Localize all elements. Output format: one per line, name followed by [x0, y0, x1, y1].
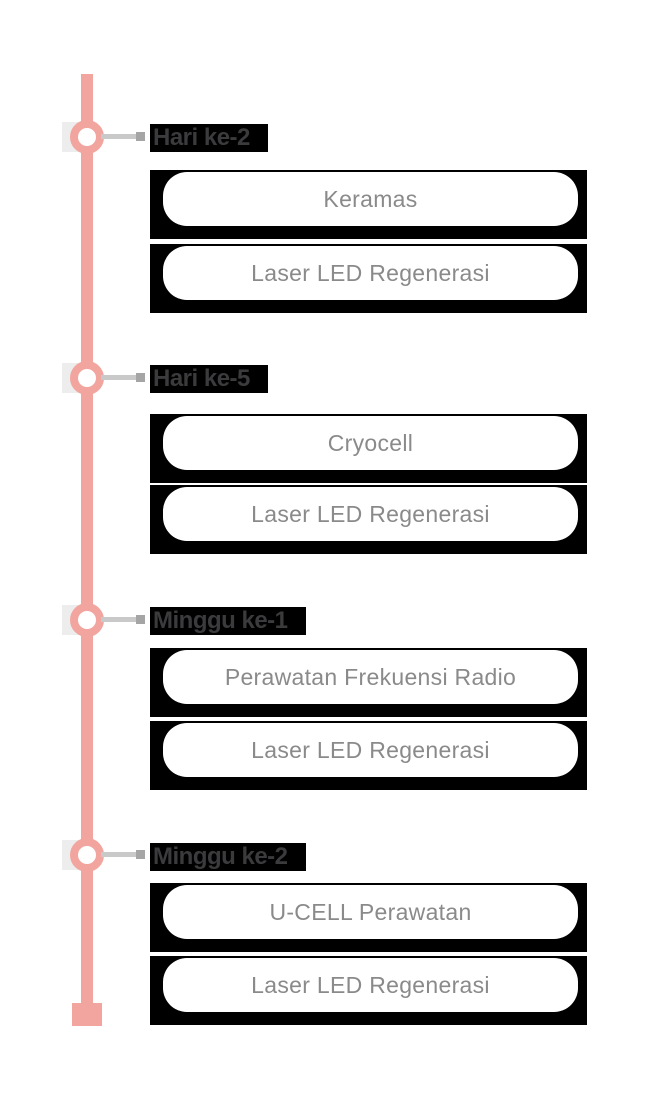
- treatment-card-label: Keramas: [323, 185, 418, 212]
- milestone-label: Hari ke-2: [150, 124, 268, 152]
- treatment-card-surface: Laser LED Regenerasi: [163, 723, 578, 777]
- treatment-card-label: Perawatan Frekuensi Radio: [224, 663, 517, 690]
- milestone-label: Hari ke-5: [150, 365, 268, 393]
- treatment-card-label: Cryocell: [327, 429, 414, 456]
- milestone-label: Minggu ke-1: [150, 607, 306, 635]
- connector-end-square: [136, 850, 145, 859]
- treatment-card-label: Laser LED Regenerasi: [251, 500, 490, 527]
- connector-line: [101, 134, 136, 139]
- milestone-label: Minggu ke-2: [150, 843, 306, 871]
- timeline-node-icon: [70, 120, 104, 154]
- timeline-node-icon: [70, 603, 104, 637]
- treatment-card: Perawatan Frekuensi Radio: [150, 648, 587, 717]
- treatment-card-label: Laser LED Regenerasi: [251, 971, 490, 998]
- connector-line: [101, 617, 136, 622]
- treatment-card-surface: Laser LED Regenerasi: [163, 487, 578, 541]
- timeline-node-icon: [70, 838, 104, 872]
- treatment-card-surface: U-CELL Perawatan: [163, 885, 578, 939]
- treatment-card: Laser LED Regenerasi: [150, 721, 587, 790]
- connector-end-square: [136, 132, 145, 141]
- treatment-card: Cryocell: [150, 414, 587, 483]
- connector-end-square: [136, 615, 145, 624]
- treatment-card-label: Laser LED Regenerasi: [251, 259, 490, 286]
- treatment-card-surface: Laser LED Regenerasi: [163, 246, 578, 300]
- treatment-card-surface: Keramas: [163, 172, 578, 226]
- treatment-card: Laser LED Regenerasi: [150, 485, 587, 554]
- timeline-spine: [81, 74, 93, 1003]
- treatment-card-surface: Laser LED Regenerasi: [163, 958, 578, 1012]
- treatment-card-surface: Cryocell: [163, 416, 578, 470]
- treatment-card-surface: Perawatan Frekuensi Radio: [163, 650, 578, 704]
- timeline-end-cap: [72, 1003, 102, 1026]
- connector-line: [101, 852, 136, 857]
- connector-end-square: [136, 373, 145, 382]
- treatment-card: U-CELL Perawatan: [150, 883, 587, 952]
- treatment-card: Keramas: [150, 170, 587, 239]
- treatment-card: Laser LED Regenerasi: [150, 956, 587, 1025]
- connector-line: [101, 375, 136, 380]
- treatment-card-label: Laser LED Regenerasi: [251, 736, 490, 763]
- treatment-card-label: U-CELL Perawatan: [269, 898, 472, 925]
- timeline-node-icon: [70, 361, 104, 395]
- treatment-card: Laser LED Regenerasi: [150, 244, 587, 313]
